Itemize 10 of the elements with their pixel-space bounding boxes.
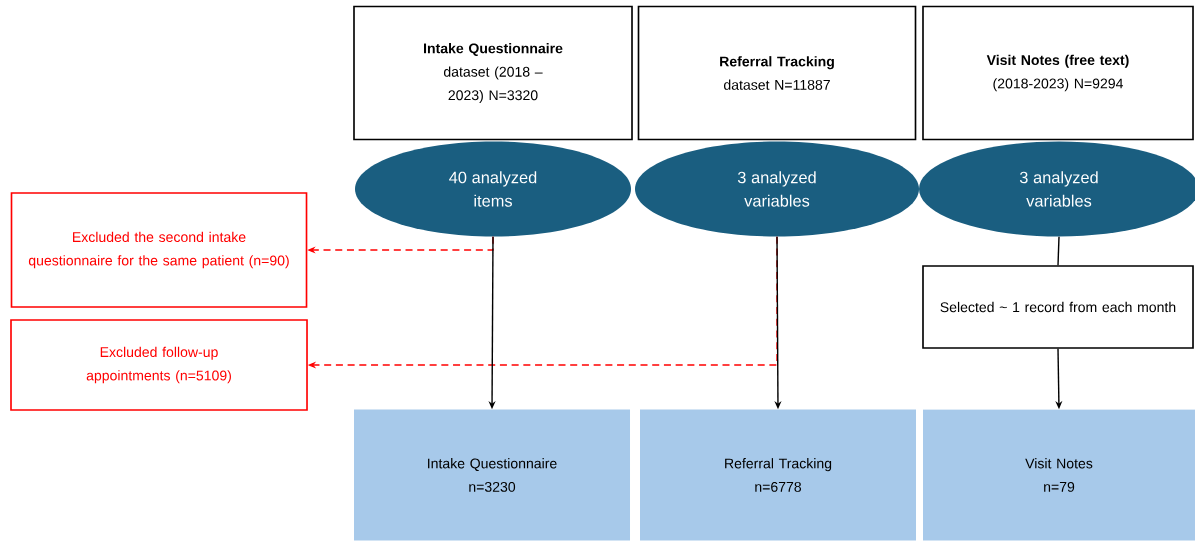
connector-line — [1057, 236, 1060, 266]
exclusion-box: Excluded follow-up appointments (n=5109) — [10, 319, 308, 411]
selection-box: Selected ~ 1 record from each month — [922, 265, 1194, 349]
dataset-box: Visit Notes (free text) (2018-2023) N=9294 — [922, 5, 1194, 141]
dataset-box: Intake Questionnaire dataset (2018 – 2023) N=3320 — [353, 5, 633, 141]
result-box: Visit Notes n=79 — [923, 409, 1195, 541]
result-box: Intake Questionnaire n=3230 — [354, 409, 630, 541]
exclusion-box: Excluded the second intake questionnaire for the same patient (n=90) — [10, 192, 308, 308]
result-box: Referral Tracking n=6778 — [640, 409, 916, 541]
dataset-box: Referral Tracking dataset N=11887 — [637, 5, 917, 141]
